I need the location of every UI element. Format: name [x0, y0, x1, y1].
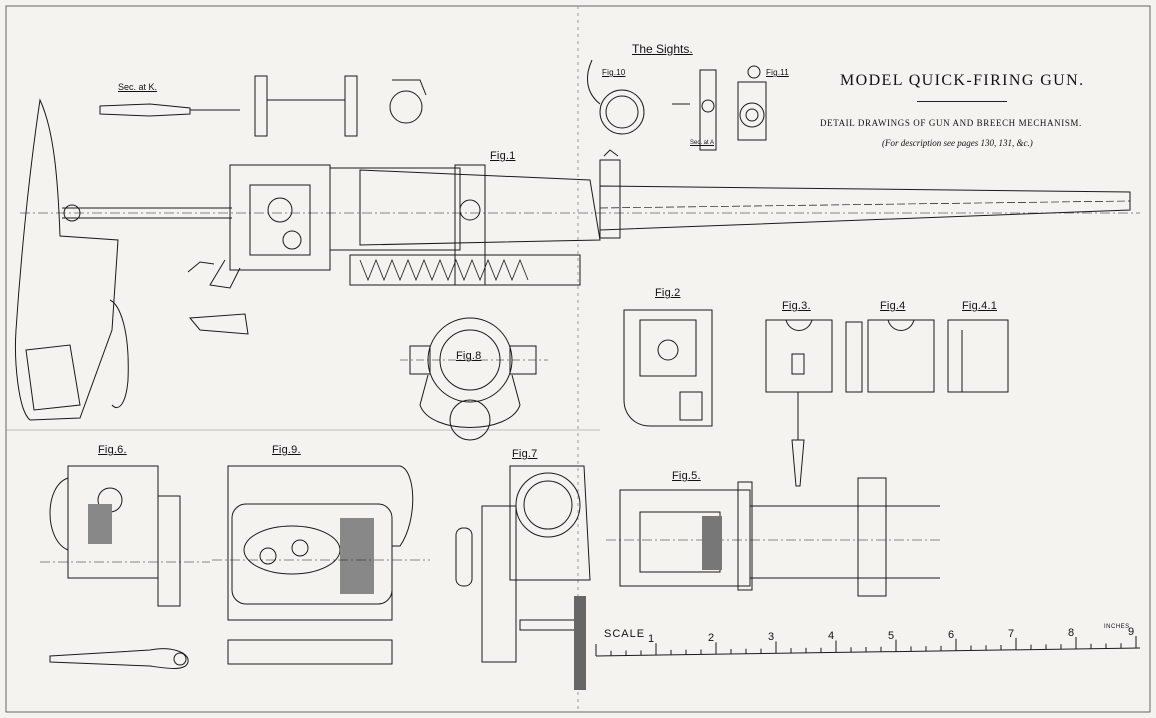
fig7-drawing — [455, 465, 591, 690]
section-label-k: Sec. at K. — [118, 82, 158, 92]
sights-label: The Sights. — [632, 42, 693, 56]
scale-number: 3 — [768, 631, 775, 644]
fig41-label: Fig.4.1 — [962, 300, 998, 312]
fig9-label: Fig.9. — [272, 444, 301, 456]
inches-label: INCHES — [1104, 624, 1130, 630]
scale-baseline — [595, 647, 1141, 657]
fig11-label: Fig.11 — [766, 68, 789, 77]
fig6-drawing — [40, 465, 210, 669]
fig10-label: Fig.10 — [602, 68, 626, 77]
scale-number: 8 — [1068, 626, 1075, 639]
barrel — [599, 185, 1131, 231]
fig3-label: Fig.3. — [782, 300, 811, 312]
recoil-spring-housing — [349, 254, 581, 286]
title-rule — [917, 101, 1007, 102]
fig8-label: Fig.8 — [456, 350, 482, 362]
scale-number: 7 — [1008, 627, 1015, 640]
fig4-drawing — [845, 319, 935, 393]
fig5-drawing — [606, 477, 940, 597]
sleeve-s — [857, 477, 887, 597]
fig4-label: Fig.4 — [880, 300, 906, 312]
fig8-drawing — [400, 317, 548, 441]
fig9-drawing — [212, 465, 430, 665]
lever-y — [49, 648, 189, 669]
drawing-title: MODEL QUICK-FIRING GUN. — [840, 72, 1085, 89]
fig7-label: Fig.7 — [512, 448, 538, 460]
fig2-label: Fig.2 — [655, 287, 681, 299]
scale-number: 6 — [948, 628, 955, 641]
scale-number: 4 — [828, 630, 835, 643]
scale-number: 2 — [708, 632, 715, 645]
description-note: (For description see pages 130, 131, &c.… — [882, 138, 1033, 148]
fig1-label: Fig.1 — [490, 150, 516, 162]
fig6-label: Fig.6. — [98, 444, 127, 456]
scale-number: 9 — [1128, 626, 1135, 639]
fig3-drawing — [765, 319, 833, 487]
scale-number: 5 — [888, 629, 895, 642]
shoulder-stock — [15, 98, 119, 421]
drawing-subtitle: DETAIL DRAWINGS OF GUN AND BREECH MECHAN… — [820, 118, 1082, 128]
fig5-label: Fig.5. — [672, 470, 701, 482]
fig1-gun-drawing — [15, 75, 1140, 421]
scale-label: SCALE — [604, 628, 646, 640]
sights-drawing — [587, 59, 767, 151]
scale-number: 1 — [648, 633, 655, 646]
trunnion-band — [454, 164, 486, 286]
breech-box — [229, 164, 331, 271]
section-label-a: Sec. at A — [690, 140, 715, 146]
stock-arm — [109, 299, 129, 409]
fig41-drawing — [947, 319, 1009, 393]
fig2-drawing — [623, 309, 713, 427]
scale-bar — [595, 636, 1141, 657]
stock-bracket — [25, 344, 81, 411]
